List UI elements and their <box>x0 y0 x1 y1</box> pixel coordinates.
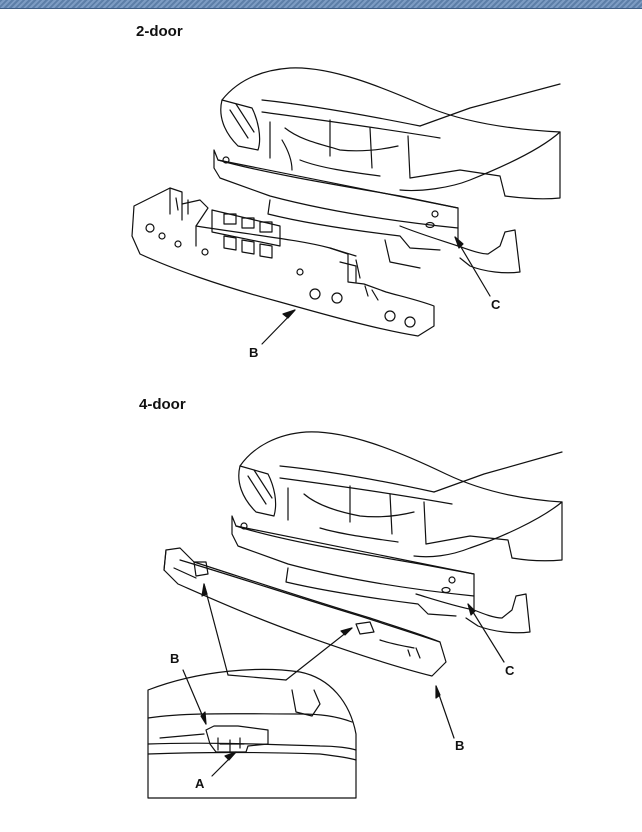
four-door-bumper-beam <box>164 548 446 676</box>
two-door-vehicle-front <box>214 68 560 273</box>
four-door-callout-b-detail: B <box>170 651 180 666</box>
four-door-detail-view <box>148 669 356 798</box>
section-title-2-door: 2-door <box>136 23 183 40</box>
section-title-4-door: 4-door <box>139 396 186 413</box>
two-door-leader-lines <box>262 237 490 344</box>
two-door-callout-c: C <box>491 297 501 312</box>
four-door-vehicle-front <box>232 432 562 633</box>
header-bar <box>0 0 642 9</box>
two-door-callout-b: B <box>249 345 259 360</box>
four-door-callout-b: B <box>455 738 465 753</box>
four-door-callout-a: A <box>195 776 205 791</box>
four-door-leader-lines <box>183 584 504 776</box>
two-door-bumper-beam <box>132 188 434 336</box>
four-door-callout-c: C <box>505 663 515 678</box>
